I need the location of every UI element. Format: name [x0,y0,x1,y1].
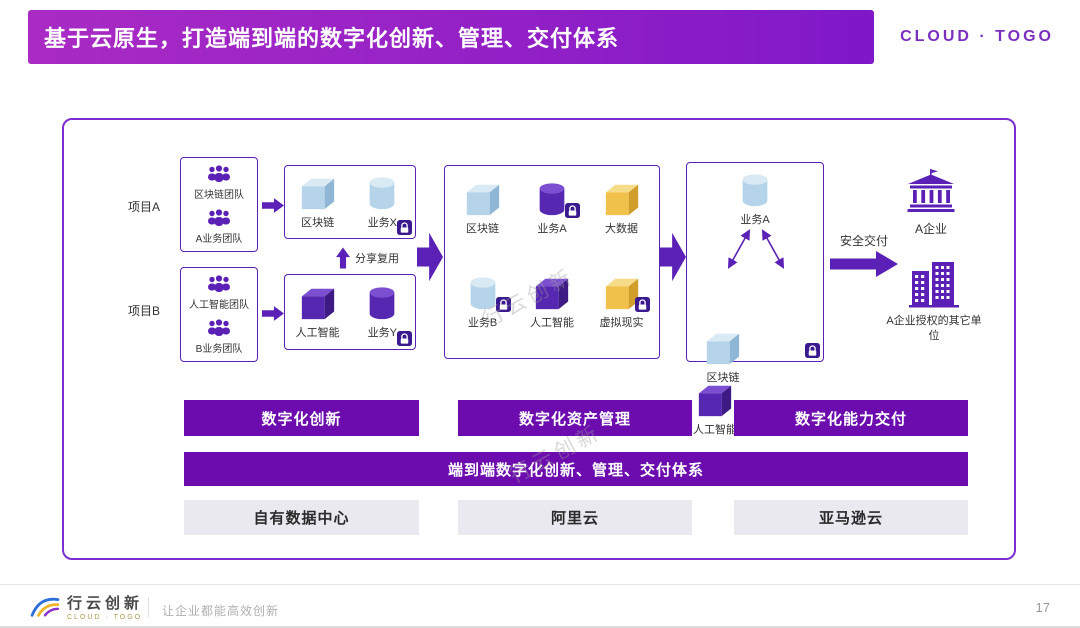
footer-divider-line [0,584,1080,585]
page-number: 17 [1035,600,1050,615]
asset-item: 区块链 [286,174,350,230]
asset-item: 业务A [520,180,584,236]
asset-item: 业务B [451,274,515,330]
flow-arrow-icon [660,230,686,284]
asset-item: 人工智能 [286,284,350,340]
cube-icon [299,174,337,212]
delivery-arrow-icon [830,251,898,277]
diagram-container: 项目A 区块链团队 A业务团队 区块链 业务X 分享复用 人工智能 [62,118,1016,560]
pillar-digital-asset-management: 数字化资产管理 [458,400,692,436]
team-icon [207,208,231,228]
cylinder-icon [363,284,401,322]
stage1-top-box: 区块链 业务X [284,165,416,239]
arrow-up-icon [336,246,350,270]
lock-icon [635,297,650,312]
enterprise-building-icon [905,169,957,215]
header-banner: 基于云原生，打造端到端的数字化创新、管理、交付体系 [28,10,874,64]
asset-label: 人工智能 [295,327,340,339]
footer-logo: 行云创新 CLOUD · TOGO [30,592,143,621]
logo-company-name: 行云创新 [67,595,144,612]
project-a-team-box: 区块链团队 A业务团队 [180,157,258,252]
asset-label: 虚拟现实 [599,317,644,329]
secure-delivery-label: 安全交付 [839,234,888,248]
cube-icon [299,284,337,322]
arrow-right-icon [262,306,284,321]
cube-icon [464,180,502,218]
brand-wordmark: CLOUD · TOGO [900,28,1054,45]
stage3-box: 业务A 区块链 人工智能 [686,162,824,436]
stage2-row1: 区块链 业务A 大数据 [445,180,659,236]
asset-label: 业务B [467,317,498,329]
team-label: A业务团队 [195,233,243,245]
project-a-label: 项目A [128,200,161,214]
end-to-end-banner: 端到端数字化创新、管理、交付体系 [184,452,968,486]
team-item: A业务团队 [195,208,243,245]
team-icon [207,164,231,184]
asset-label: 区块链 [706,372,740,384]
asset-label: 人工智能 [530,317,574,329]
cube-icon [696,381,734,419]
asset-item: 区块链 [451,180,515,236]
asset-label: 人工智能 [693,424,737,436]
asset-item: 虚拟现实 [590,274,654,330]
cube-icon [533,274,571,312]
team-item: 区块链团队 [194,164,244,201]
lock-icon [805,343,820,358]
stage2-box: 区块链 业务A 大数据 业务B 人工智能 [444,165,660,359]
team-label: 区块链团队 [194,190,244,202]
project-b-team-box: 人工智能团队 B业务团队 [180,267,258,362]
lock-icon [397,331,412,346]
asset-label: 业务X [367,217,397,229]
asset-label: 区块链 [466,223,499,235]
stage2-row2: 业务B 人工智能 虚拟现实 [445,274,659,330]
logo-text-block: 行云创新 CLOUD · TOGO [67,592,143,621]
infra-aws: 亚马逊云 [734,500,968,535]
team-label: 人工智能团队 [189,300,249,312]
footer-vertical-divider [148,597,149,617]
infra-aliyun: 阿里云 [458,500,692,535]
team-item: B业务团队 [195,318,243,355]
share-reuse: 分享复用 [336,244,399,272]
exchange-arrows-icon [727,229,785,269]
lock-icon [565,203,580,218]
stage1-bottom-box: 人工智能 业务Y [284,274,416,350]
slide-title: 基于云原生，打造端到端的数字化创新、管理、交付体系 [44,26,620,51]
pillar-digital-capability-delivery: 数字化能力交付 [734,400,968,436]
pillar-digital-innovation: 数字化创新 [184,400,419,436]
asset-item: 业务A [723,171,787,227]
office-buildings-icon [907,259,961,309]
cube-icon [603,180,641,218]
lock-icon [496,297,511,312]
cylinder-icon [363,174,401,212]
team-icon [207,318,231,338]
arrow-right-icon [262,198,284,213]
footer-tagline: 让企业都能高效创新 [162,604,280,618]
share-reuse-label: 分享复用 [355,253,399,265]
asset-item: 大数据 [590,180,654,236]
infra-own-datacenter: 自有数据中心 [184,500,419,535]
target-label: A企业授权的其它单位 [886,315,982,342]
team-item: 人工智能团队 [189,274,249,311]
asset-item: 人工智能 [683,381,747,437]
asset-item: 业务X [350,174,414,230]
team-label: B业务团队 [195,343,243,355]
slide-bottom-edge [0,626,1080,628]
project-b-label: 项目B [128,304,161,318]
asset-label: 大数据 [605,223,638,235]
target-label: A企业 [914,222,947,236]
asset-item: 人工智能 [520,274,584,330]
team-icon [207,274,231,294]
asset-label: 区块链 [301,217,335,229]
asset-label: 业务A [740,214,770,226]
asset-item: 区块链 [691,329,755,385]
cylinder-icon [736,171,774,209]
company-logo-icon [30,595,60,619]
cube-icon [704,329,742,367]
asset-label: 业务A [537,223,567,235]
logo-company-name-en: CLOUD · TOGO [67,614,143,621]
flow-arrow-icon [417,230,443,284]
asset-label: 业务Y [367,327,397,339]
asset-item: 业务Y [350,284,414,340]
lock-icon [397,220,412,235]
